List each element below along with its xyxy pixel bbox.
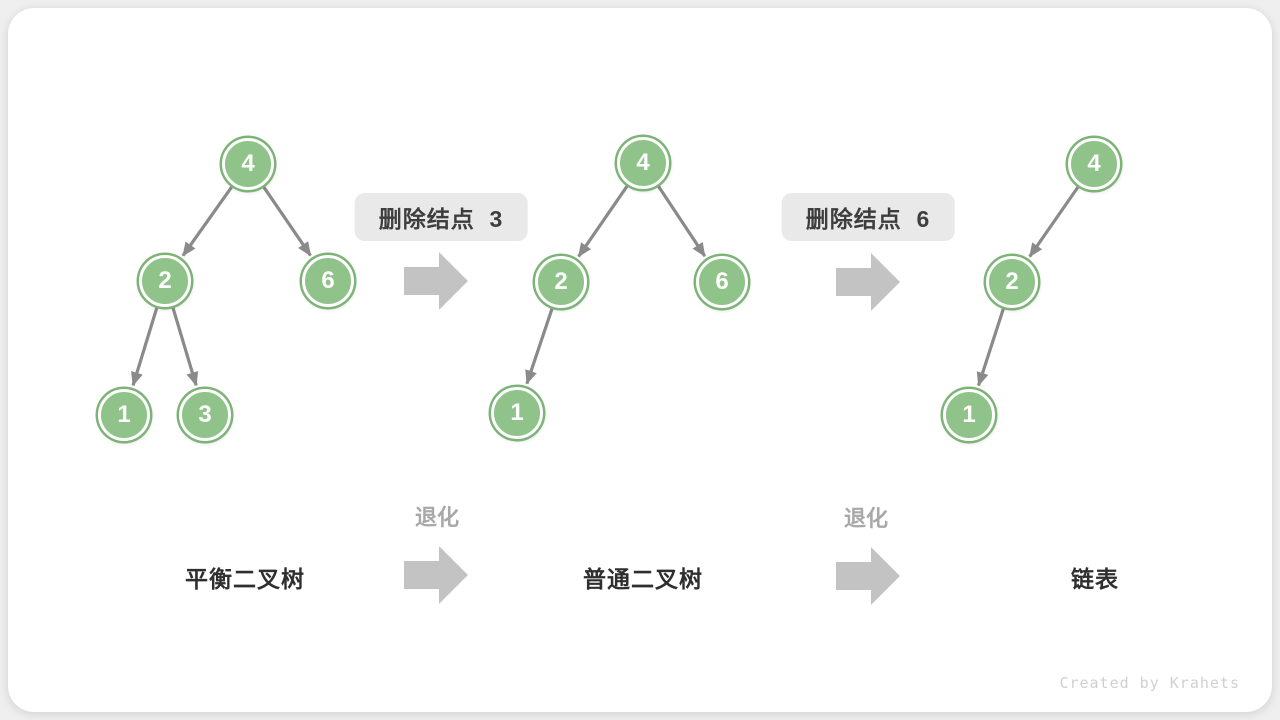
tree-node-4: 4 (1068, 138, 1120, 190)
block-arrow-icon-3 (404, 546, 468, 604)
tree-node-1: 1 (98, 389, 150, 441)
tree-node-1: 1 (491, 387, 543, 439)
block-arrow-shape (404, 546, 468, 604)
tree-edge (976, 306, 1006, 387)
block-arrow-shape (836, 253, 900, 311)
tree-node-4: 4 (617, 137, 669, 189)
tree-node-6: 6 (302, 255, 354, 307)
block-arrow-icon-1 (404, 252, 468, 310)
block-arrow-icon-4 (836, 547, 900, 605)
block-arrow-shape (836, 547, 900, 605)
tree-node-2: 2 (986, 256, 1038, 308)
tree-edge (656, 183, 707, 258)
stage-label-linked-list: 链表 (1071, 566, 1119, 592)
tree-edge (131, 305, 159, 387)
tree-node-1: 1 (943, 389, 995, 441)
tree-edge (170, 305, 199, 387)
tree-edge (525, 306, 555, 385)
tree-node-4: 4 (222, 138, 274, 190)
watermark: Created by Krahets (1059, 674, 1240, 692)
tree-node-6: 6 (696, 256, 748, 308)
tree-edges (131, 183, 1081, 387)
stage-label-balanced-binary-tree: 平衡二叉树 (185, 566, 305, 592)
delete-node-badge-1: 删除结点 3 (354, 193, 528, 241)
degenerate-label-1: 退化 (414, 505, 460, 530)
tree-node-3: 3 (179, 389, 231, 441)
delete-node-badge-2: 删除结点 6 (781, 193, 955, 241)
block-arrow-icon-2 (836, 253, 900, 311)
stage-label-ordinary-binary-tree: 普通二叉树 (583, 566, 703, 592)
tree-edge (181, 184, 235, 257)
diagram-card (8, 8, 1272, 712)
tree-edge (577, 183, 630, 258)
tree-edge (261, 184, 312, 257)
degenerate-label-2: 退化 (843, 506, 889, 531)
block-arrow-shape (404, 252, 468, 310)
tree-node-2: 2 (139, 255, 191, 307)
tree-edge (1028, 184, 1081, 258)
tree-node-2: 2 (535, 256, 587, 308)
